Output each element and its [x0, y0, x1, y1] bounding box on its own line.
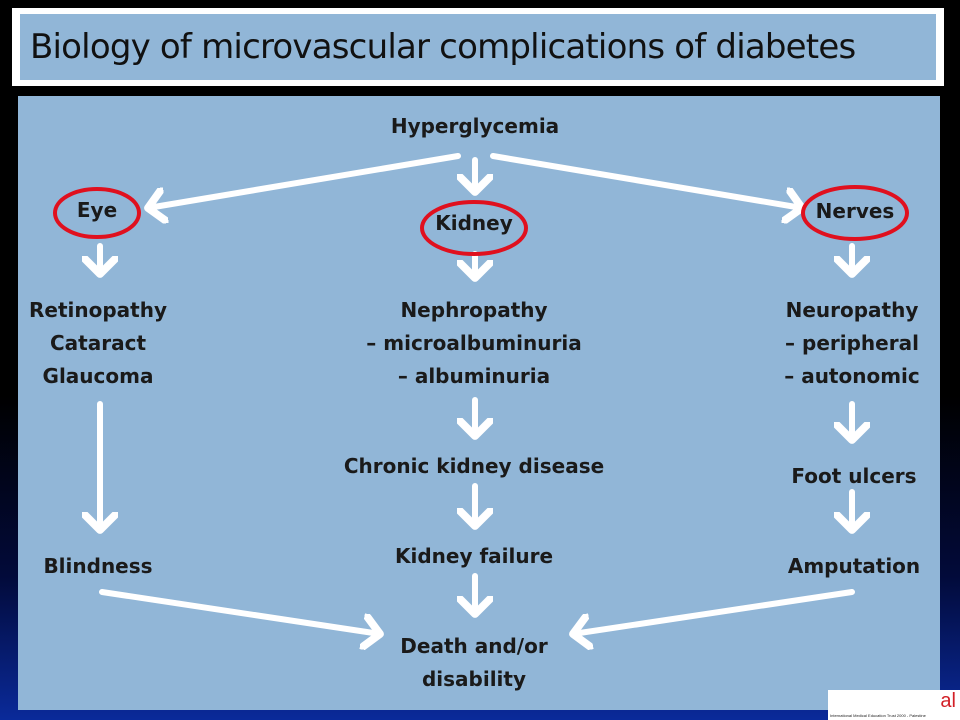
diagram-panel: Hyperglycemia Eye Kidney Nerves Retinopa…: [18, 96, 940, 710]
highlight-nerves: [801, 185, 909, 241]
node-death-disability: Death and/or disability: [400, 630, 547, 696]
final-line-1: Death and/or: [400, 634, 548, 658]
node-eye-conditions: Retinopathy Cataract Glaucoma: [29, 294, 167, 393]
nerve-condition-3: – autonomic: [784, 364, 920, 388]
arrow-amputation-to-final: [573, 589, 855, 634]
eye-condition-2: Cataract: [49, 331, 147, 355]
nerve-condition-1: Neuropathy: [785, 298, 919, 322]
title-frame: Biology of microvascular complications o…: [12, 8, 944, 86]
arrow-blindness-to-final: [99, 589, 380, 634]
logo-text: al: [940, 690, 956, 712]
node-amputation: Amputation: [787, 554, 921, 578]
node-kidney-failure: Kidney failure: [394, 544, 554, 568]
organization-logo: al International Medical Education Trust…: [828, 690, 960, 720]
arrow-hyper-to-eye: [148, 153, 461, 208]
node-nerves: Nerves: [815, 199, 895, 223]
eye-condition-3: Glaucoma: [42, 364, 154, 388]
final-line-2: disability: [421, 667, 527, 691]
arrow-hyper-to-nerves: [490, 153, 802, 208]
highlight-kidney: [420, 200, 528, 256]
logo-subtext: International Medical Education Trust 20…: [830, 713, 926, 718]
title-bar: Biology of microvascular complications o…: [20, 14, 936, 80]
slide-title: Biology of microvascular complications o…: [30, 27, 856, 67]
eye-condition-1: Retinopathy: [28, 298, 168, 322]
highlight-eye: [53, 187, 141, 239]
node-foot-ulcers: Foot ulcers: [791, 464, 917, 488]
kidney-condition-3: – albuminuria: [397, 364, 551, 388]
nerve-condition-2: – peripheral: [785, 331, 919, 355]
node-hyperglycemia: Hyperglycemia: [390, 114, 560, 138]
node-nerve-conditions: Neuropathy – peripheral – autonomic: [784, 294, 920, 393]
node-chronic-kidney-disease: Chronic kidney disease: [343, 454, 605, 478]
node-kidney-conditions: Nephropathy – microalbuminuria – albumin…: [366, 294, 581, 393]
arrows-layer: [53, 153, 909, 710]
node-kidney: Kidney: [435, 211, 513, 235]
kidney-condition-2: – microalbuminuria: [366, 331, 582, 355]
kidney-condition-1: Nephropathy: [400, 298, 548, 322]
node-eye: Eye: [76, 198, 118, 222]
node-blindness: Blindness: [43, 554, 153, 578]
